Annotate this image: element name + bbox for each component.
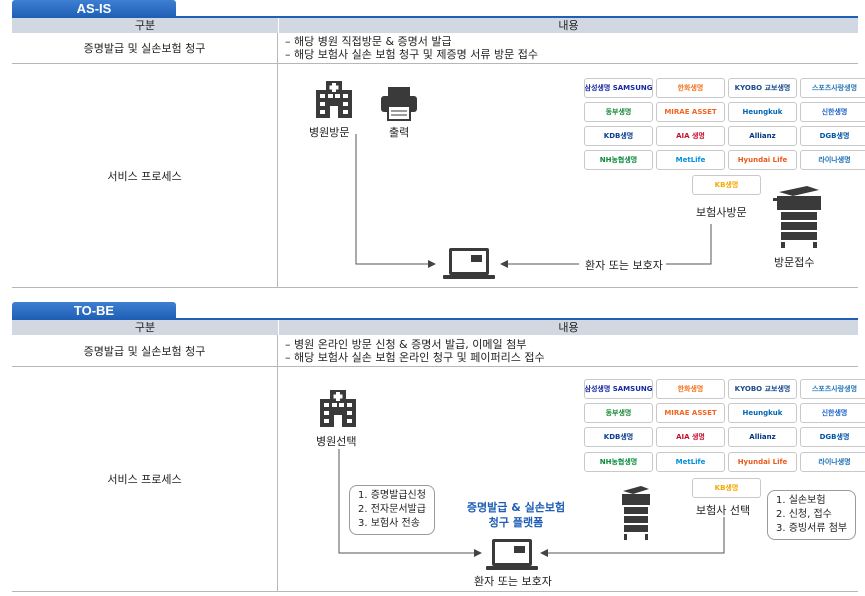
insurer-logo: KB생명 xyxy=(692,478,761,498)
insurer-logo: 삼성생명 SAMSUNG xyxy=(584,379,653,399)
insurer-logo: MIRAE ASSET xyxy=(656,102,725,122)
insurer-logo: 신한생명 xyxy=(800,403,865,423)
platform-title-line: 증명발급 & 실손보험 xyxy=(466,501,566,514)
insurer-logo: KDB생명 xyxy=(584,126,653,146)
printer-icon xyxy=(379,86,419,126)
asis-top-rule xyxy=(12,16,858,18)
insurer-logo: 동부생명 xyxy=(584,403,653,423)
patient-label: 환자 또는 보호자 xyxy=(474,575,552,588)
desc-line: – 해당 보험사 실손 보험 청구 및 제증명 서류 방문 접수 xyxy=(285,48,538,61)
laptop-icon xyxy=(441,246,497,286)
tobe-section: TO-BE 구분 내용 증명발급 및 실손보험 청구 – 병원 온라인 방문 신… xyxy=(12,302,865,594)
row-label: 증명발급 및 실손보험 청구 xyxy=(12,33,278,63)
insurer-logo: Hyundai Life xyxy=(728,452,797,472)
insurer-select-label: 보험사 선택 xyxy=(696,504,751,517)
insurer-logo: 삼성생명 SAMSUNG xyxy=(584,78,653,98)
tobe-row-process: 서비스 프로세스 병원선택 1. 증명발급신청 2. 전자문서발급 3. 보험사… xyxy=(12,367,865,592)
header-col-content: 내용 xyxy=(558,321,579,334)
asis-section: AS-IS 구분 내용 증명발급 및 실손보험 청구 – 해당 병원 직접방문 … xyxy=(12,0,865,290)
patient-label: 환자 또는 보호자 xyxy=(582,257,666,273)
insurer-logo: 한화생명 xyxy=(656,379,725,399)
print-label: 출력 xyxy=(389,126,410,139)
desc-line: – 해당 병원 직접방문 & 증명서 발급 xyxy=(285,35,452,48)
asis-process-diagram: 병원방문 출력 삼성생명 SAMSUNG 한화생명 KYOBO 교보생명 스포츠… xyxy=(279,64,865,287)
hospital-icon xyxy=(313,78,355,124)
row-label: 증명발급 및 실손보험 청구 xyxy=(12,335,278,366)
insurer-logo: 한화생명 xyxy=(656,78,725,98)
insurer-logo: KYOBO 교보생명 xyxy=(728,379,797,399)
asis-tag: AS-IS xyxy=(12,0,176,17)
copier-icon xyxy=(619,485,655,545)
insurer-logo: NH농협생명 xyxy=(584,150,653,170)
asis-row-process: 서비스 프로세스 병원방문 출력 삼성생명 SAMSUNG 한화생명 KYOBO… xyxy=(12,64,865,288)
insurer-logo: 동부생명 xyxy=(584,102,653,122)
tobe-process-diagram: 병원선택 1. 증명발급신청 2. 전자문서발급 3. 보험사 전송 증명발급 … xyxy=(279,367,865,591)
insurer-logo: NH농협생명 xyxy=(584,452,653,472)
row-label: 서비스 프로세스 xyxy=(12,64,278,287)
step-item: 1. 실손보험 xyxy=(776,495,826,506)
desc-line: – 병원 온라인 방문 신청 & 증명서 발급, 이메일 첨부 xyxy=(285,338,527,351)
insurer-logo: 신한생명 xyxy=(800,102,865,122)
tobe-table-header: 구분 내용 xyxy=(12,320,858,335)
tobe-flow-arrows xyxy=(338,449,725,557)
step-item: 2. 신청, 접수 xyxy=(776,509,832,520)
row-description: – 병원 온라인 방문 신청 & 증명서 발급, 이메일 첨부 – 해당 보험사… xyxy=(285,338,545,364)
insurer-logo: 라이나생명 xyxy=(800,452,865,472)
insurer-logo: DGB생명 xyxy=(800,427,865,447)
insurer-logo: Heungkuk xyxy=(728,102,797,122)
insurer-logo: AIA 생명 xyxy=(656,427,725,447)
header-separator xyxy=(278,320,279,335)
platform-title: 증명발급 & 실손보험 청구 플랫폼 xyxy=(461,500,571,530)
hospital-visit-label: 병원방문 xyxy=(309,126,350,139)
insurer-logo: Heungkuk xyxy=(728,403,797,423)
insurer-logo: Allianz xyxy=(728,427,797,447)
step-item: 3. 보험사 전송 xyxy=(358,518,420,529)
insurer-logo: 스포츠사랑생명 xyxy=(800,379,865,399)
laptop-icon xyxy=(484,537,540,577)
insurer-logo: KYOBO 교보생명 xyxy=(728,78,797,98)
insurer-logo: AIA 생명 xyxy=(656,126,725,146)
header-col-category: 구분 xyxy=(134,321,156,334)
tobe-top-rule xyxy=(12,318,858,320)
insurer-logo: MetLife xyxy=(656,452,725,472)
platform-title-line: 청구 플랫폼 xyxy=(488,516,544,529)
tobe-row-issuance: 증명발급 및 실손보험 청구 – 병원 온라인 방문 신청 & 증명서 발급, … xyxy=(12,335,858,367)
insurer-logo: MetLife xyxy=(656,150,725,170)
insurer-logo: KDB생명 xyxy=(584,427,653,447)
step-item: 3. 증빙서류 첨부 xyxy=(776,523,848,534)
header-col-content: 내용 xyxy=(558,19,579,32)
header-col-category: 구분 xyxy=(134,19,156,32)
insurer-logo: Allianz xyxy=(728,126,797,146)
step-item: 1. 증명발급신청 xyxy=(358,490,426,501)
row-label: 서비스 프로세스 xyxy=(12,367,278,591)
insurer-logo: Hyundai Life xyxy=(728,150,797,170)
header-separator xyxy=(278,18,279,33)
hospital-icon xyxy=(317,387,359,433)
insurer-logo: DGB생명 xyxy=(800,126,865,146)
asis-table-header: 구분 내용 xyxy=(12,18,858,33)
tobe-tag: TO-BE xyxy=(12,302,176,319)
desc-line: – 해당 보험사 실손 보험 온라인 청구 및 페이퍼리스 접수 xyxy=(285,351,545,364)
step-item: 2. 전자문서발급 xyxy=(358,504,426,515)
asis-flow-arrows xyxy=(355,134,712,268)
row-description: – 해당 병원 직접방문 & 증명서 발급 – 해당 보험사 실손 보험 청구 … xyxy=(285,35,538,61)
visit-submission-label: 방문접수 xyxy=(774,256,815,269)
hospital-steps-box: 1. 증명발급신청 2. 전자문서발급 3. 보험사 전송 xyxy=(349,485,435,535)
insurer-visit-label: 보험사방문 xyxy=(696,206,747,219)
hospital-select-label: 병원선택 xyxy=(316,435,357,448)
insurer-logo: 라이나생명 xyxy=(800,150,865,170)
copier-icon xyxy=(771,184,829,254)
insurer-steps-box: 1. 실손보험 2. 신청, 접수 3. 증빙서류 첨부 xyxy=(767,490,857,540)
insurer-logo: KB생명 xyxy=(692,175,761,195)
insurer-logo: 스포츠사랑생명 xyxy=(800,78,865,98)
insurer-logo: MIRAE ASSET xyxy=(656,403,725,423)
asis-row-issuance: 증명발급 및 실손보험 청구 – 해당 병원 직접방문 & 증명서 발급 – 해… xyxy=(12,33,858,64)
